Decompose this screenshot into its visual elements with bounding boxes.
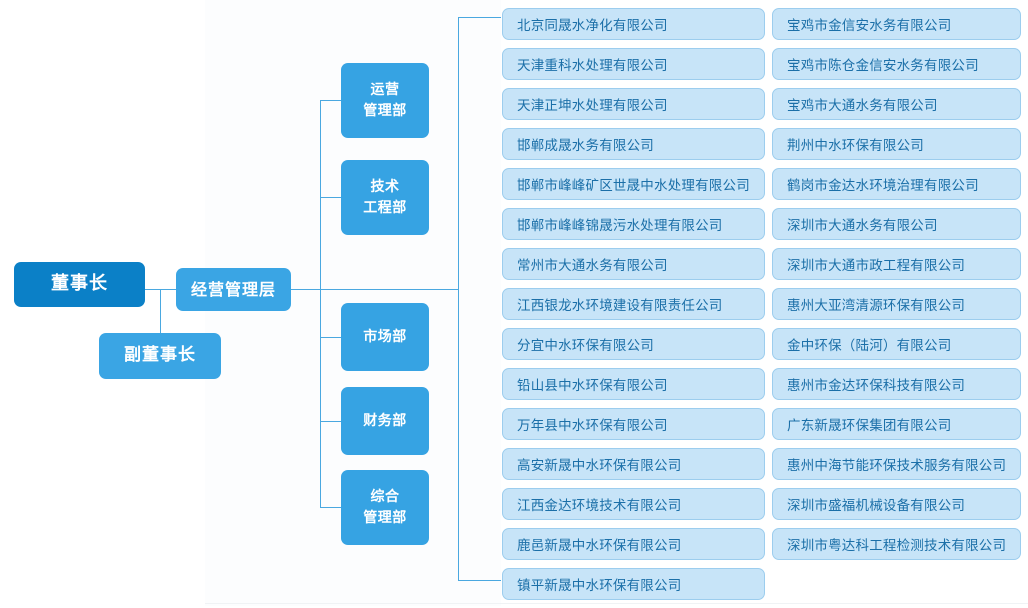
subsidiary-label: 铅山县中水环保有限公司 — [517, 378, 668, 394]
subsidiary-box[interactable]: 宝鸡市金信安水务有限公司 — [772, 8, 1021, 40]
department-label: 市场部 — [363, 328, 407, 345]
connector-chairman-to-vice-chairman-vertical — [160, 289, 161, 356]
subsidiary-box[interactable]: 惠州中海节能环保技术服务有限公司 — [772, 448, 1021, 480]
subsidiary-label: 宝鸡市陈仓金信安水务有限公司 — [787, 58, 979, 74]
connector-dept-stub-3 — [320, 337, 341, 338]
box-chairman[interactable]: 董事长 — [14, 262, 145, 307]
subsidiary-label: 北京同晟水净化有限公司 — [517, 18, 668, 34]
connector-department-spine — [320, 100, 321, 507]
box-department-technology[interactable]: 技术 工程部 — [341, 160, 429, 235]
department-label-line1: 综合 — [370, 489, 400, 506]
department-label-line2: 管理部 — [363, 102, 407, 119]
subsidiary-box[interactable]: 惠州大亚湾清源环保有限公司 — [772, 288, 1021, 320]
department-label-line1: 运营 — [370, 82, 400, 99]
box-department-operations[interactable]: 运营 管理部 — [341, 63, 429, 138]
subsidiary-box[interactable]: 天津重科水处理有限公司 — [502, 48, 765, 80]
connector-subsidiary-bracket-top — [458, 17, 501, 18]
subsidiary-label: 常州市大通水务有限公司 — [517, 258, 668, 274]
subsidiary-box[interactable]: 鹤岗市金达水环境治理有限公司 — [772, 168, 1021, 200]
subsidiary-box[interactable]: 常州市大通水务有限公司 — [502, 248, 765, 280]
subsidiary-box[interactable]: 深圳市盛福机械设备有限公司 — [772, 488, 1021, 520]
subsidiary-label: 荆州中水环保有限公司 — [787, 138, 924, 154]
subsidiary-column-left: 北京同晟水净化有限公司天津重科水处理有限公司天津正坤水处理有限公司邯郸成晟水务有… — [502, 8, 765, 608]
subsidiary-label: 深圳市盛福机械设备有限公司 — [787, 498, 966, 514]
connector-subsidiary-bracket-bottom — [458, 580, 501, 581]
subsidiary-box[interactable]: 邯郸成晟水务有限公司 — [502, 128, 765, 160]
subsidiary-label: 江西银龙水环境建设有限责任公司 — [517, 298, 723, 314]
subsidiary-box[interactable]: 镇平新晟中水环保有限公司 — [502, 568, 765, 600]
box-department-general-admin[interactable]: 综合 管理部 — [341, 470, 429, 545]
subsidiary-box[interactable]: 万年县中水环保有限公司 — [502, 408, 765, 440]
subsidiary-box[interactable]: 江西银龙水环境建设有限责任公司 — [502, 288, 765, 320]
subsidiary-box[interactable]: 深圳市粤达科工程检测技术有限公司 — [772, 528, 1021, 560]
subsidiary-box[interactable]: 鹿邑新晟中水环保有限公司 — [502, 528, 765, 560]
connector-dept-stub-2 — [320, 197, 341, 198]
backdrop-panel-right — [461, 0, 501, 606]
department-label-line2: 工程部 — [363, 199, 407, 216]
subsidiary-box[interactable]: 广东新晟环保集团有限公司 — [772, 408, 1021, 440]
box-department-finance[interactable]: 财务部 — [341, 387, 429, 455]
subsidiary-box[interactable]: 铅山县中水环保有限公司 — [502, 368, 765, 400]
bottom-rule — [205, 603, 1028, 604]
subsidiary-box[interactable]: 惠州市金达环保科技有限公司 — [772, 368, 1021, 400]
subsidiary-label: 分宜中水环保有限公司 — [517, 338, 654, 354]
subsidiary-box[interactable]: 北京同晟水净化有限公司 — [502, 8, 765, 40]
subsidiary-label: 宝鸡市大通水务有限公司 — [787, 98, 938, 114]
connector-subsidiary-bracket-vertical — [458, 17, 459, 581]
subsidiary-label: 宝鸡市金信安水务有限公司 — [787, 18, 952, 34]
box-vice-chairman[interactable]: 副董事长 — [99, 333, 221, 379]
subsidiary-box[interactable]: 江西金达环境技术有限公司 — [502, 488, 765, 520]
subsidiary-box[interactable]: 高安新晟中水环保有限公司 — [502, 448, 765, 480]
subsidiary-label: 鹤岗市金达水环境治理有限公司 — [787, 178, 979, 194]
subsidiary-column-right: 宝鸡市金信安水务有限公司宝鸡市陈仓金信安水务有限公司宝鸡市大通水务有限公司荆州中… — [772, 8, 1021, 568]
subsidiary-label: 天津重科水处理有限公司 — [517, 58, 668, 74]
subsidiary-box[interactable]: 分宜中水环保有限公司 — [502, 328, 765, 360]
department-label: 综合 管理部 — [363, 487, 407, 528]
connector-dept-stub-4 — [320, 421, 341, 422]
subsidiary-label: 深圳市大通水务有限公司 — [787, 218, 938, 234]
subsidiary-box[interactable]: 邯郸市峰峰矿区世晟中水处理有限公司 — [502, 168, 765, 200]
subsidiary-label: 广东新晟环保集团有限公司 — [787, 418, 952, 434]
subsidiary-label: 江西金达环境技术有限公司 — [517, 498, 682, 514]
connector-management-to-bracket — [291, 289, 458, 290]
subsidiary-label: 鹿邑新晟中水环保有限公司 — [517, 538, 682, 554]
subsidiary-label: 深圳市大通市政工程有限公司 — [787, 258, 966, 274]
subsidiary-label: 惠州市金达环保科技有限公司 — [787, 378, 966, 394]
connector-dept-stub-1 — [320, 100, 341, 101]
subsidiary-label: 邯郸市峰峰锦晟污水处理有限公司 — [517, 218, 723, 234]
subsidiary-label: 邯郸市峰峰矿区世晟中水处理有限公司 — [517, 178, 750, 194]
subsidiary-box[interactable]: 荆州中水环保有限公司 — [772, 128, 1021, 160]
department-label: 财务部 — [363, 412, 407, 429]
department-label: 技术 工程部 — [363, 177, 407, 218]
subsidiary-box[interactable]: 宝鸡市大通水务有限公司 — [772, 88, 1021, 120]
subsidiary-label: 高安新晟中水环保有限公司 — [517, 458, 682, 474]
subsidiary-label: 邯郸成晟水务有限公司 — [517, 138, 654, 154]
subsidiary-box[interactable]: 宝鸡市陈仓金信安水务有限公司 — [772, 48, 1021, 80]
department-label: 运营 管理部 — [363, 80, 407, 121]
subsidiary-label: 惠州中海节能环保技术服务有限公司 — [787, 458, 1007, 474]
subsidiary-box[interactable]: 天津正坤水处理有限公司 — [502, 88, 765, 120]
subsidiary-label: 万年县中水环保有限公司 — [517, 418, 668, 434]
box-department-marketing[interactable]: 市场部 — [341, 303, 429, 371]
subsidiary-label: 惠州大亚湾清源环保有限公司 — [787, 298, 966, 314]
department-label-line2: 管理部 — [363, 509, 407, 526]
department-label-line1: 技术 — [370, 179, 400, 196]
subsidiary-label: 镇平新晟中水环保有限公司 — [517, 578, 682, 594]
box-management-layer[interactable]: 经营管理层 — [176, 268, 291, 311]
subsidiary-box[interactable]: 深圳市大通市政工程有限公司 — [772, 248, 1021, 280]
subsidiary-label: 深圳市粤达科工程检测技术有限公司 — [787, 538, 1007, 554]
subsidiary-label: 金中环保（陆河）有限公司 — [787, 338, 952, 354]
subsidiary-box[interactable]: 邯郸市峰峰锦晟污水处理有限公司 — [502, 208, 765, 240]
subsidiary-box[interactable]: 深圳市大通水务有限公司 — [772, 208, 1021, 240]
subsidiary-box[interactable]: 金中环保（陆河）有限公司 — [772, 328, 1021, 360]
connector-dept-stub-5 — [320, 507, 341, 508]
subsidiary-label: 天津正坤水处理有限公司 — [517, 98, 668, 114]
